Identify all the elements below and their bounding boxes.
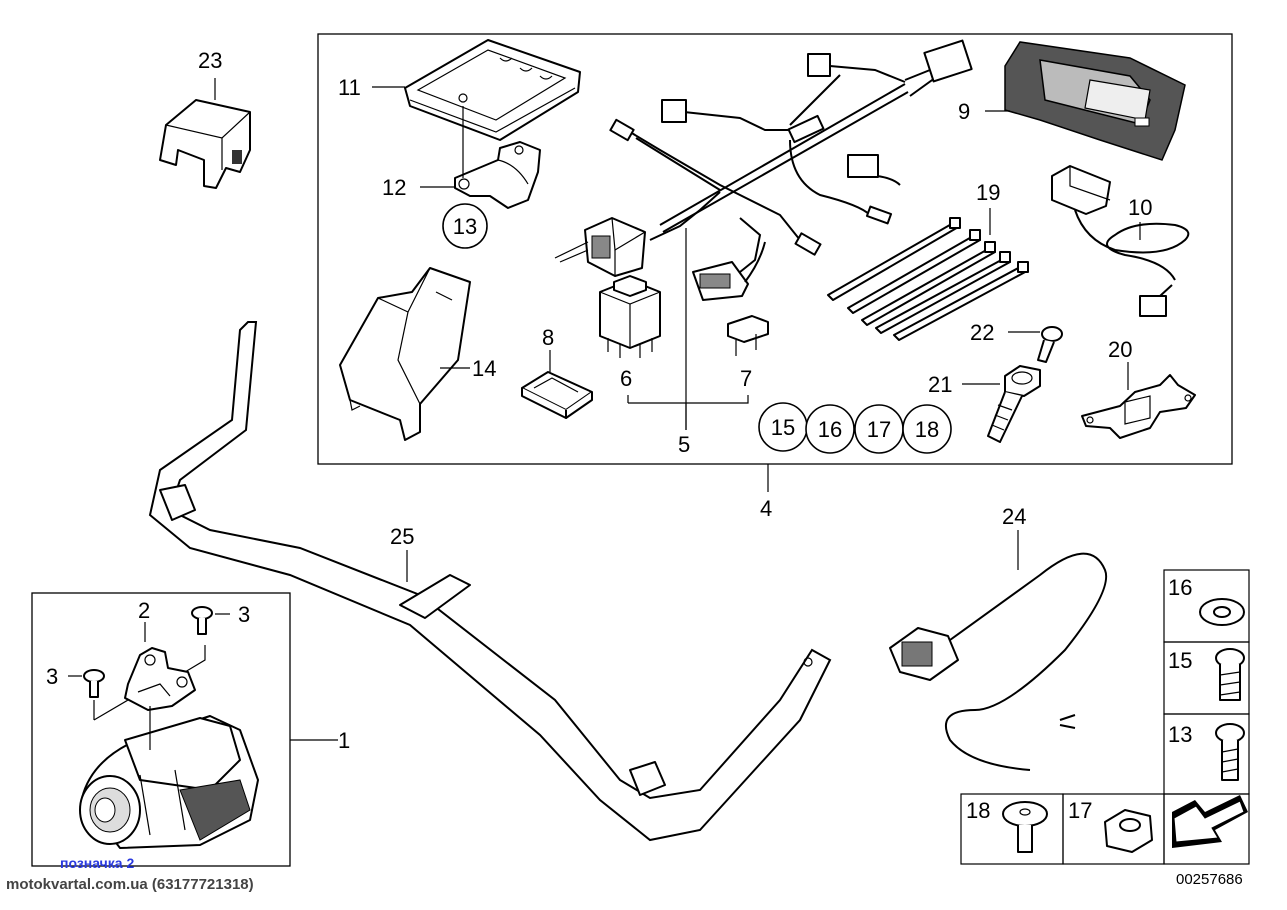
callout-13: 13 [453, 214, 477, 239]
fog-lamp-1[interactable] [79, 715, 259, 849]
callout-2: 2 [138, 598, 150, 623]
note-label: позначка 2 [60, 855, 134, 871]
screw-18 [1002, 801, 1048, 853]
clip-8[interactable] [521, 371, 593, 419]
cable-ties-19[interactable] [827, 217, 1029, 341]
callout-22: 22 [970, 320, 994, 345]
washer-16 [1199, 598, 1245, 626]
cover-cap-23[interactable] [159, 99, 251, 189]
circle-16 [805, 404, 855, 454]
fuse-7[interactable] [727, 315, 769, 356]
callout-4: 4 [760, 496, 772, 521]
diagram-number: 00257686 [1176, 871, 1243, 888]
bracket-line-a [93, 699, 129, 721]
kit-frame [317, 33, 1233, 465]
bolt-21[interactable] [987, 365, 1041, 443]
lamp-bracket-2[interactable] [124, 647, 196, 711]
callout-15: 15 [771, 415, 795, 440]
callout-6: 6 [620, 366, 632, 391]
screw-22[interactable] [1037, 326, 1063, 363]
sensor-cable-10[interactable] [1051, 165, 1190, 317]
wiring-harness-5[interactable] [609, 39, 973, 273]
callout-7: 7 [740, 366, 752, 391]
crash-bar-25[interactable] [148, 321, 832, 842]
bolt-13 [1215, 723, 1245, 781]
callout-1: 1 [338, 728, 350, 753]
callout-20: 20 [1108, 337, 1132, 362]
cover-9[interactable] [1004, 41, 1186, 161]
bolt-15 [1215, 648, 1245, 701]
callout-3-top: 3 [238, 602, 250, 627]
screw-3-top[interactable] [191, 606, 213, 635]
connector-plug[interactable] [692, 241, 766, 301]
legend-label-15: 15 [1168, 648, 1192, 673]
legend-label-13: 13 [1168, 722, 1192, 747]
callout-14: 14 [472, 356, 496, 381]
bracket-6-7 [628, 395, 749, 404]
mounting-plate-20[interactable] [1081, 374, 1196, 439]
legend-label-17: 17 [1068, 798, 1092, 823]
circle-18 [902, 404, 952, 454]
callout-21: 21 [928, 372, 952, 397]
bracket-line-c [184, 645, 206, 673]
cable-24[interactable] [889, 552, 1108, 771]
clamp-12[interactable] [454, 141, 541, 209]
callout-18: 18 [915, 417, 939, 442]
legend-label-18: 18 [966, 798, 990, 823]
callout-10: 10 [1128, 195, 1152, 220]
callout-19: 19 [976, 180, 1000, 205]
watermark: motokvartal.com.ua (63177721318) [6, 876, 254, 893]
callout-5: 5 [678, 432, 690, 457]
lamp-frame [31, 592, 291, 867]
arrow-symbol [1172, 795, 1248, 848]
circle-13 [442, 203, 488, 249]
callout-25: 25 [390, 524, 414, 549]
cover-14[interactable] [339, 267, 471, 441]
callout-3-left: 3 [46, 664, 58, 689]
screw-3-left[interactable] [83, 669, 105, 698]
legend-panel [960, 569, 1250, 865]
callout-11: 11 [338, 75, 361, 100]
callout-24: 24 [1002, 504, 1026, 529]
callout-23: 23 [198, 48, 222, 73]
callout-9: 9 [958, 99, 970, 124]
nut-17 [1104, 809, 1153, 853]
connector-block[interactable] [554, 217, 646, 277]
bracket-plate-11[interactable] [404, 39, 581, 141]
relay-6[interactable] [599, 275, 661, 358]
callout-17: 17 [867, 417, 891, 442]
legend-label-16: 16 [1168, 575, 1192, 600]
callout-8: 8 [542, 325, 554, 350]
callout-16: 16 [818, 417, 842, 442]
callout-12: 12 [382, 175, 406, 200]
